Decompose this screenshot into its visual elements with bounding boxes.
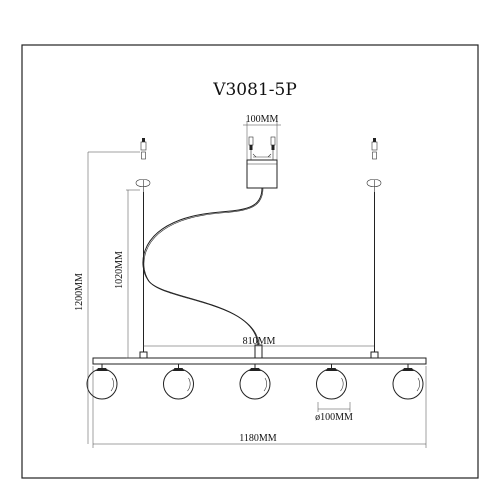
model-title: V3081-5P — [212, 80, 297, 100]
light-bar — [92, 357, 427, 365]
globe-group — [86, 364, 424, 400]
dim-canopy-width: 100MM — [243, 114, 281, 160]
globe-diameter-label: ø100MM — [315, 412, 353, 423]
dim-spacing: 810MM — [143, 336, 374, 347]
globe-shade — [239, 364, 271, 400]
total-length-label: 1180MM — [239, 433, 277, 444]
canopy-width-label: 100MM — [246, 114, 279, 125]
dim-total-height: 1200MM — [74, 151, 140, 444]
globe-shade — [86, 364, 118, 400]
globe-shade — [316, 364, 347, 400]
ceiling-canopy — [246, 136, 278, 189]
right-suspension — [366, 138, 382, 359]
globe-shade — [392, 364, 424, 400]
dim-globe-diameter: ø100MM — [315, 402, 353, 423]
dim-total-length: 1180MM — [92, 366, 427, 448]
total-height-label: 1200MM — [74, 273, 85, 311]
dim-cable-height: 1020MM — [114, 189, 140, 359]
drawing-frame — [21, 44, 479, 479]
left-suspension — [135, 138, 151, 359]
power-cable — [142, 187, 263, 346]
cable-height-label: 1020MM — [114, 251, 125, 289]
spacing-label: 810MM — [243, 336, 276, 347]
globe-shade — [163, 364, 194, 400]
